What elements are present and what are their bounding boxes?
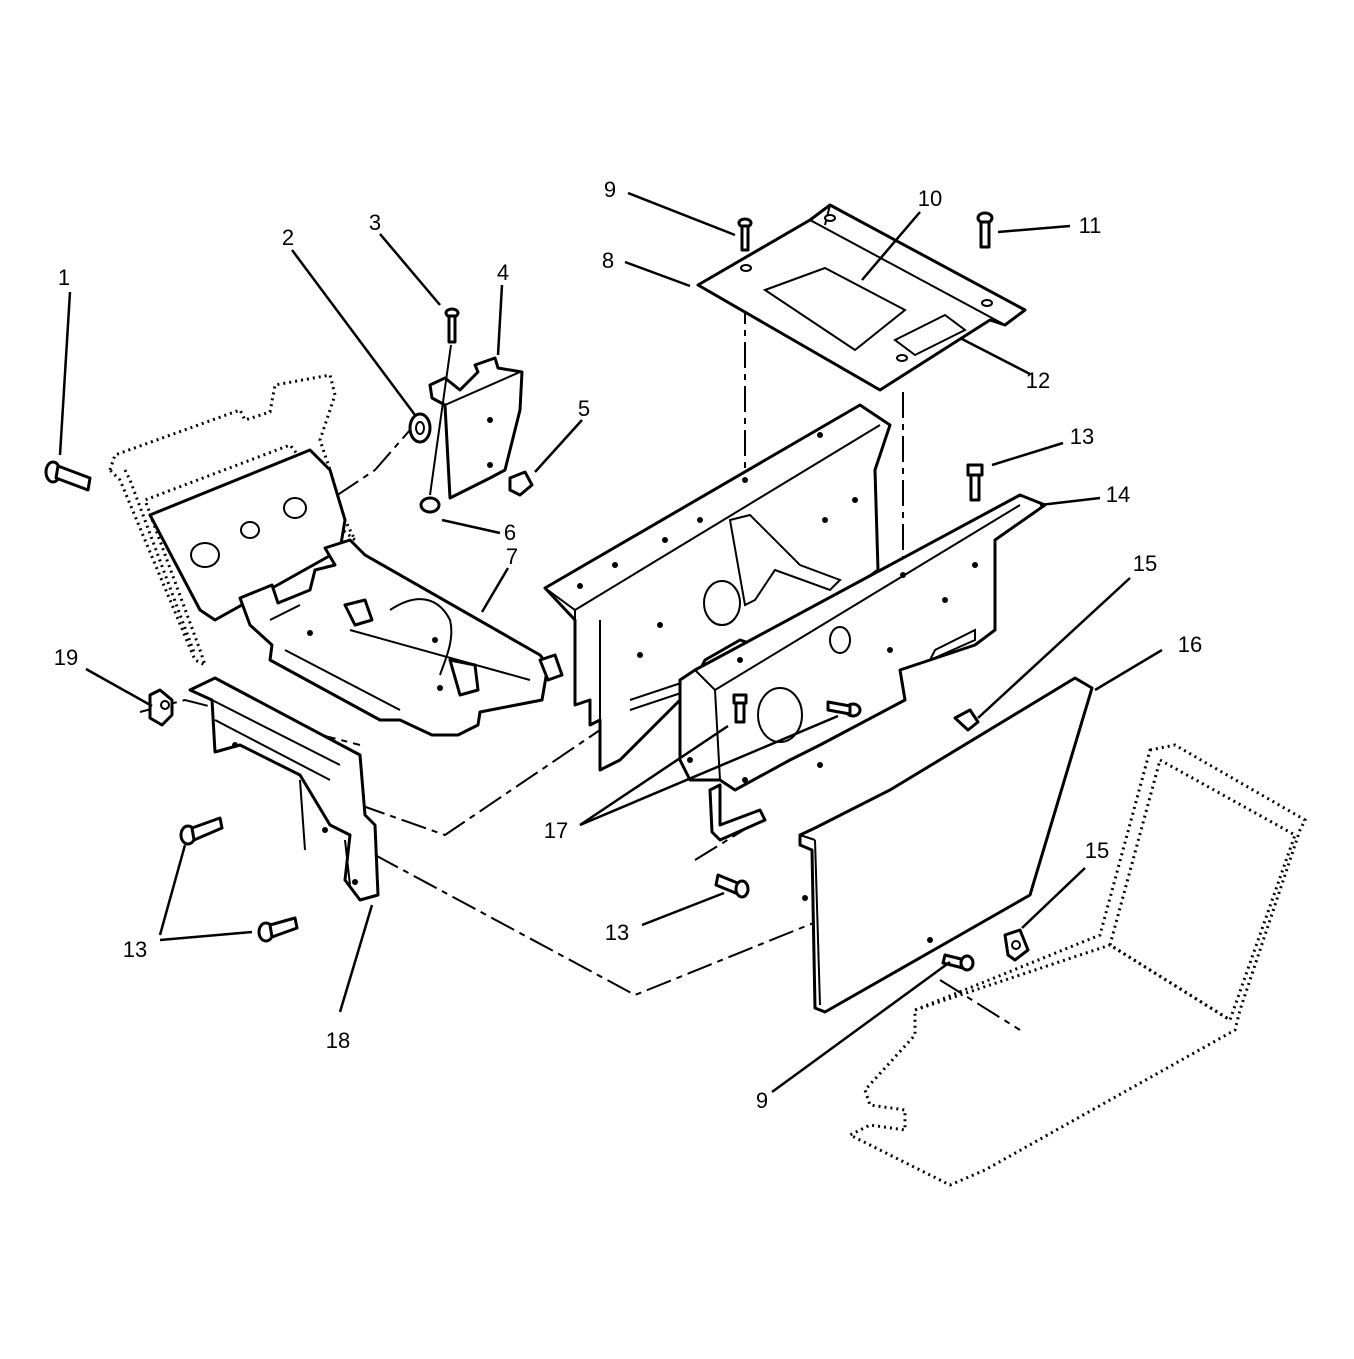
main-frame bbox=[543, 403, 892, 772]
part-11-screw bbox=[976, 211, 994, 249]
callout-2: 2 bbox=[282, 225, 294, 250]
callout-9-top: 9 bbox=[604, 177, 616, 202]
part-15-clip-upper bbox=[953, 708, 980, 732]
callout-17: 17 bbox=[544, 818, 568, 843]
callout-11: 11 bbox=[1079, 213, 1102, 238]
part-16-side-panel bbox=[798, 676, 1094, 1014]
leader-lines bbox=[58, 191, 1163, 1094]
callout-1: 1 bbox=[58, 265, 70, 290]
part-13-bolt-upper bbox=[966, 463, 984, 502]
callout-6: 6 bbox=[504, 520, 516, 545]
callout-15-top: 15 bbox=[1133, 551, 1157, 576]
part-1-carriage-bolt bbox=[44, 460, 92, 492]
part-13-bolt-left-lower bbox=[257, 916, 299, 943]
callout-13-top: 13 bbox=[1070, 424, 1094, 449]
callout-7: 7 bbox=[506, 544, 518, 569]
callout-4: 4 bbox=[497, 260, 509, 285]
callout-18: 18 bbox=[326, 1028, 350, 1053]
part-12-decal-area bbox=[893, 313, 967, 357]
part-19-clip bbox=[148, 688, 174, 727]
part-10-decal-area bbox=[762, 266, 907, 352]
part-13-bolt-left-upper bbox=[179, 816, 224, 846]
part-4-bracket bbox=[428, 356, 524, 500]
callout-3: 3 bbox=[369, 210, 381, 235]
part-9-screw-top bbox=[737, 217, 753, 252]
part-5-nut bbox=[508, 470, 534, 497]
callout-labels: 1 2 3 4 5 6 7 8 9 9 10 11 12 13 13 13 14… bbox=[54, 177, 1202, 1113]
left-bracket-plate bbox=[148, 448, 347, 622]
part-13-bolt-middle bbox=[714, 873, 750, 899]
callout-9-bottom: 9 bbox=[756, 1088, 768, 1113]
part-17-bolt-right bbox=[826, 700, 862, 718]
callout-14: 14 bbox=[1106, 482, 1130, 507]
callout-13-left: 13 bbox=[123, 937, 147, 962]
callout-12: 12 bbox=[1026, 368, 1050, 393]
part-17-bolt-left bbox=[732, 693, 748, 724]
part-6-nut bbox=[419, 496, 441, 514]
part-18-lower-bracket bbox=[188, 676, 380, 902]
callout-13-middle: 13 bbox=[605, 920, 629, 945]
callout-16: 16 bbox=[1178, 632, 1202, 657]
part-9-screw-lower bbox=[941, 953, 975, 972]
frame-foot-bracket bbox=[708, 783, 767, 842]
fasteners bbox=[44, 211, 1030, 972]
part-14-side-rail bbox=[678, 493, 1047, 792]
seat-pan-outline bbox=[846, 743, 1307, 1187]
callout-8: 8 bbox=[602, 248, 614, 273]
callout-15-bottom: 15 bbox=[1085, 838, 1109, 863]
part-15-clip-lower bbox=[1003, 928, 1030, 962]
callout-10: 10 bbox=[918, 186, 942, 211]
callout-19: 19 bbox=[54, 645, 78, 670]
callout-5: 5 bbox=[578, 396, 590, 421]
part-3-screw bbox=[429, 307, 460, 496]
part-7-mounting-plate bbox=[238, 538, 564, 737]
part-2-washer bbox=[408, 412, 432, 444]
part-8-cover-plate bbox=[696, 203, 1027, 392]
